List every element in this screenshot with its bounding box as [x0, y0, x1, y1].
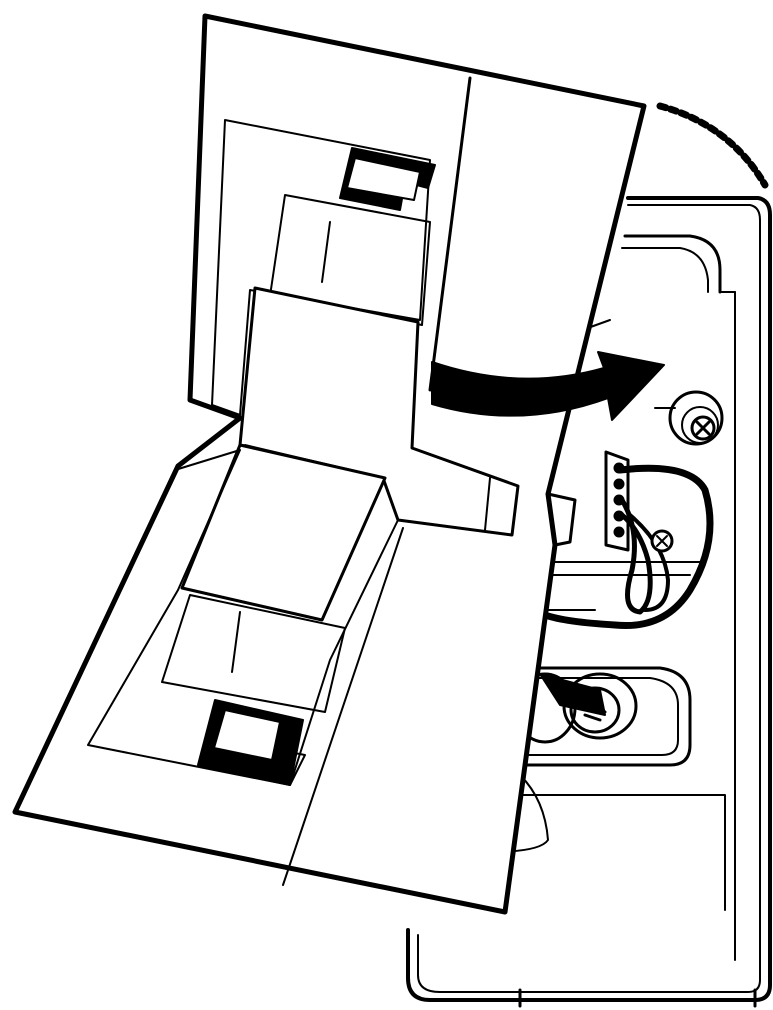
housing-enclosure [406, 196, 772, 1008]
wire-bundle [541, 464, 714, 630]
rotation-arrow [431, 351, 665, 421]
hinge-swing-indicator [656, 102, 769, 189]
screw-icon [690, 415, 716, 441]
cover-screw [654, 390, 724, 446]
screw-icon [650, 529, 674, 553]
cable-gland [513, 672, 638, 744]
curved-arrow-icon [431, 351, 665, 421]
front-cover-panel [12, 13, 647, 915]
